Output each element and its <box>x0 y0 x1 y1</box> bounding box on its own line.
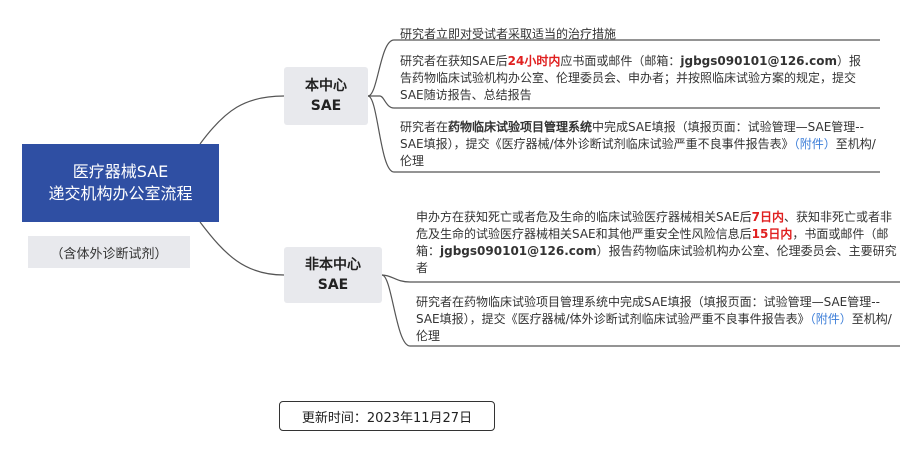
system-name: 药物临床试验项目管理系统 <box>448 120 593 134</box>
deadline-15d: 15日内 <box>751 227 793 241</box>
branch-local-line2: SAE <box>310 98 342 114</box>
branch-other-line2: SAE <box>317 277 349 293</box>
deadline-24h: 24小时内 <box>507 54 561 68</box>
leaf-other-sponsor: 申办方在获知死亡或者危及生命的临床试验医疗器械相关SAE后7日内、获知非死亡或者… <box>416 209 900 277</box>
text: ，书面或邮件（邮箱： <box>416 227 889 258</box>
root-note: （含体外诊断试剂） <box>28 236 190 268</box>
text: 至机构/伦理 <box>400 137 876 168</box>
text: ）报告药物临床试验机构办公室、伦理委员会、主要研究者 <box>416 244 897 275</box>
text: 至机构/伦理 <box>416 312 892 343</box>
text: 研究者在药物临床试验项目管理系统中完成SAE填报（填报页面：试验管理—SAE管理… <box>416 295 880 326</box>
attachment-link[interactable]: （附件） <box>809 312 852 326</box>
text: ）报告药物临床试验机构办公室、伦理委员会、申办者；并按照临床试验方案的规定，提交… <box>400 54 861 102</box>
email-address: jgbgs090101@126.com <box>680 54 837 68</box>
email-address: jgbgs090101@126.com <box>440 244 597 258</box>
root-title-line2: 递交机构办公室流程 <box>48 184 193 203</box>
deadline-7d: 7日内 <box>751 210 784 224</box>
leaf-local-report: 研究者在获知SAE后24小时内应书面或邮件（邮箱：jgbgs090101@126… <box>400 53 870 104</box>
leaf-local-measures: 研究者立即对受试者采取适当的治疗措施 <box>400 27 617 41</box>
text: 中完成SAE填报（填报页面：试验管理—SAE管理--SAE填报），提交《医疗器械… <box>400 120 864 151</box>
text: 研究者在获知SAE后 <box>400 54 508 68</box>
root-title-line1: 医疗器械SAE <box>72 162 169 181</box>
branch-other-sae: 非本中心 SAE <box>284 247 382 303</box>
branch-local-sae: 本中心 SAE <box>284 67 368 125</box>
text: 、获知非死亡或者非危及生命的试验医疗器械相关SAE和其他严重安全性风险信息后 <box>416 210 893 241</box>
leaf-other-system: 研究者在药物临床试验项目管理系统中完成SAE填报（填报页面：试验管理—SAE管理… <box>416 294 894 345</box>
leaf-local-system: 研究者在药物临床试验项目管理系统中完成SAE填报（填报页面：试验管理—SAE管理… <box>400 119 878 170</box>
branch-other-line1: 非本中心 <box>305 257 361 273</box>
update-date-box: 更新时间：2023年11月27日 <box>279 401 495 431</box>
text: 申办方在获知死亡或者危及生命的临床试验医疗器械相关SAE后 <box>416 210 752 224</box>
root-node: 医疗器械SAE 递交机构办公室流程 <box>22 144 219 222</box>
text: 应书面或邮件（邮箱： <box>560 54 681 68</box>
attachment-link[interactable]: （附件） <box>793 137 836 151</box>
text: 研究者在 <box>400 120 449 134</box>
branch-local-line1: 本中心 <box>305 78 347 94</box>
